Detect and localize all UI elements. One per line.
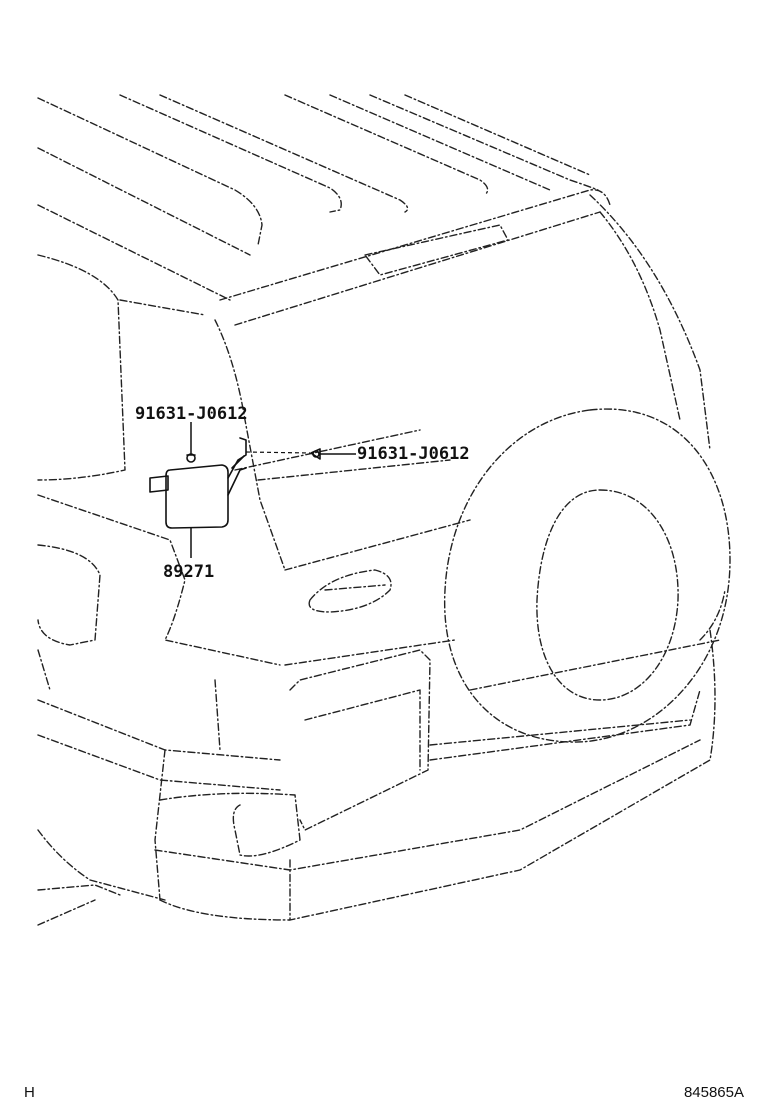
rear-bumper-outline bbox=[154, 629, 716, 921]
callout-bolt-right: 91631-J0612 bbox=[357, 444, 470, 464]
side-window-outline bbox=[37, 194, 711, 571]
leader-lines bbox=[190, 422, 356, 558]
callout-bolt-upper: 91631-J0612 bbox=[135, 404, 248, 424]
bolt-upper-icon bbox=[186, 453, 196, 463]
spare-tire bbox=[444, 408, 731, 743]
sensor-unit-part bbox=[149, 437, 247, 529]
tailgate-outline bbox=[284, 519, 721, 746]
diagram-id: 845865A bbox=[684, 1084, 744, 1101]
footer-left-code: H bbox=[24, 1084, 35, 1101]
callout-sensor-unit: 89271 bbox=[163, 562, 214, 582]
bolt-right-icon bbox=[310, 448, 321, 460]
body-side-outline bbox=[37, 494, 281, 926]
roof-outline bbox=[37, 94, 611, 326]
